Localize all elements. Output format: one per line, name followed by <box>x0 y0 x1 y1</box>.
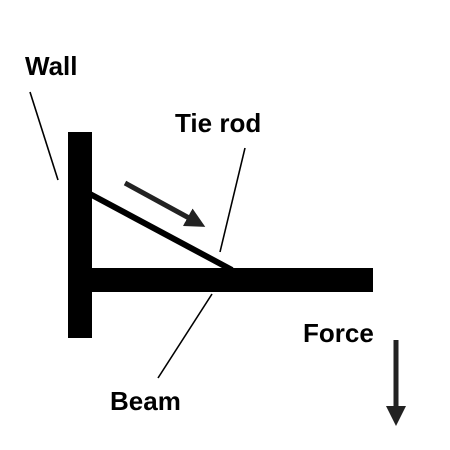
wall-leader-line <box>29 91 59 181</box>
beam-leader-line <box>157 293 213 379</box>
beam-label: Beam <box>110 386 181 416</box>
tension-arrow <box>123 180 206 227</box>
tie-rod-leader-line <box>219 147 246 253</box>
force-label: Force <box>303 318 374 348</box>
tie-rod <box>88 191 234 273</box>
tie-rod-label: Tie rod <box>175 108 261 138</box>
wall-label: Wall <box>25 51 77 81</box>
beam <box>92 268 373 292</box>
wall <box>68 132 92 338</box>
